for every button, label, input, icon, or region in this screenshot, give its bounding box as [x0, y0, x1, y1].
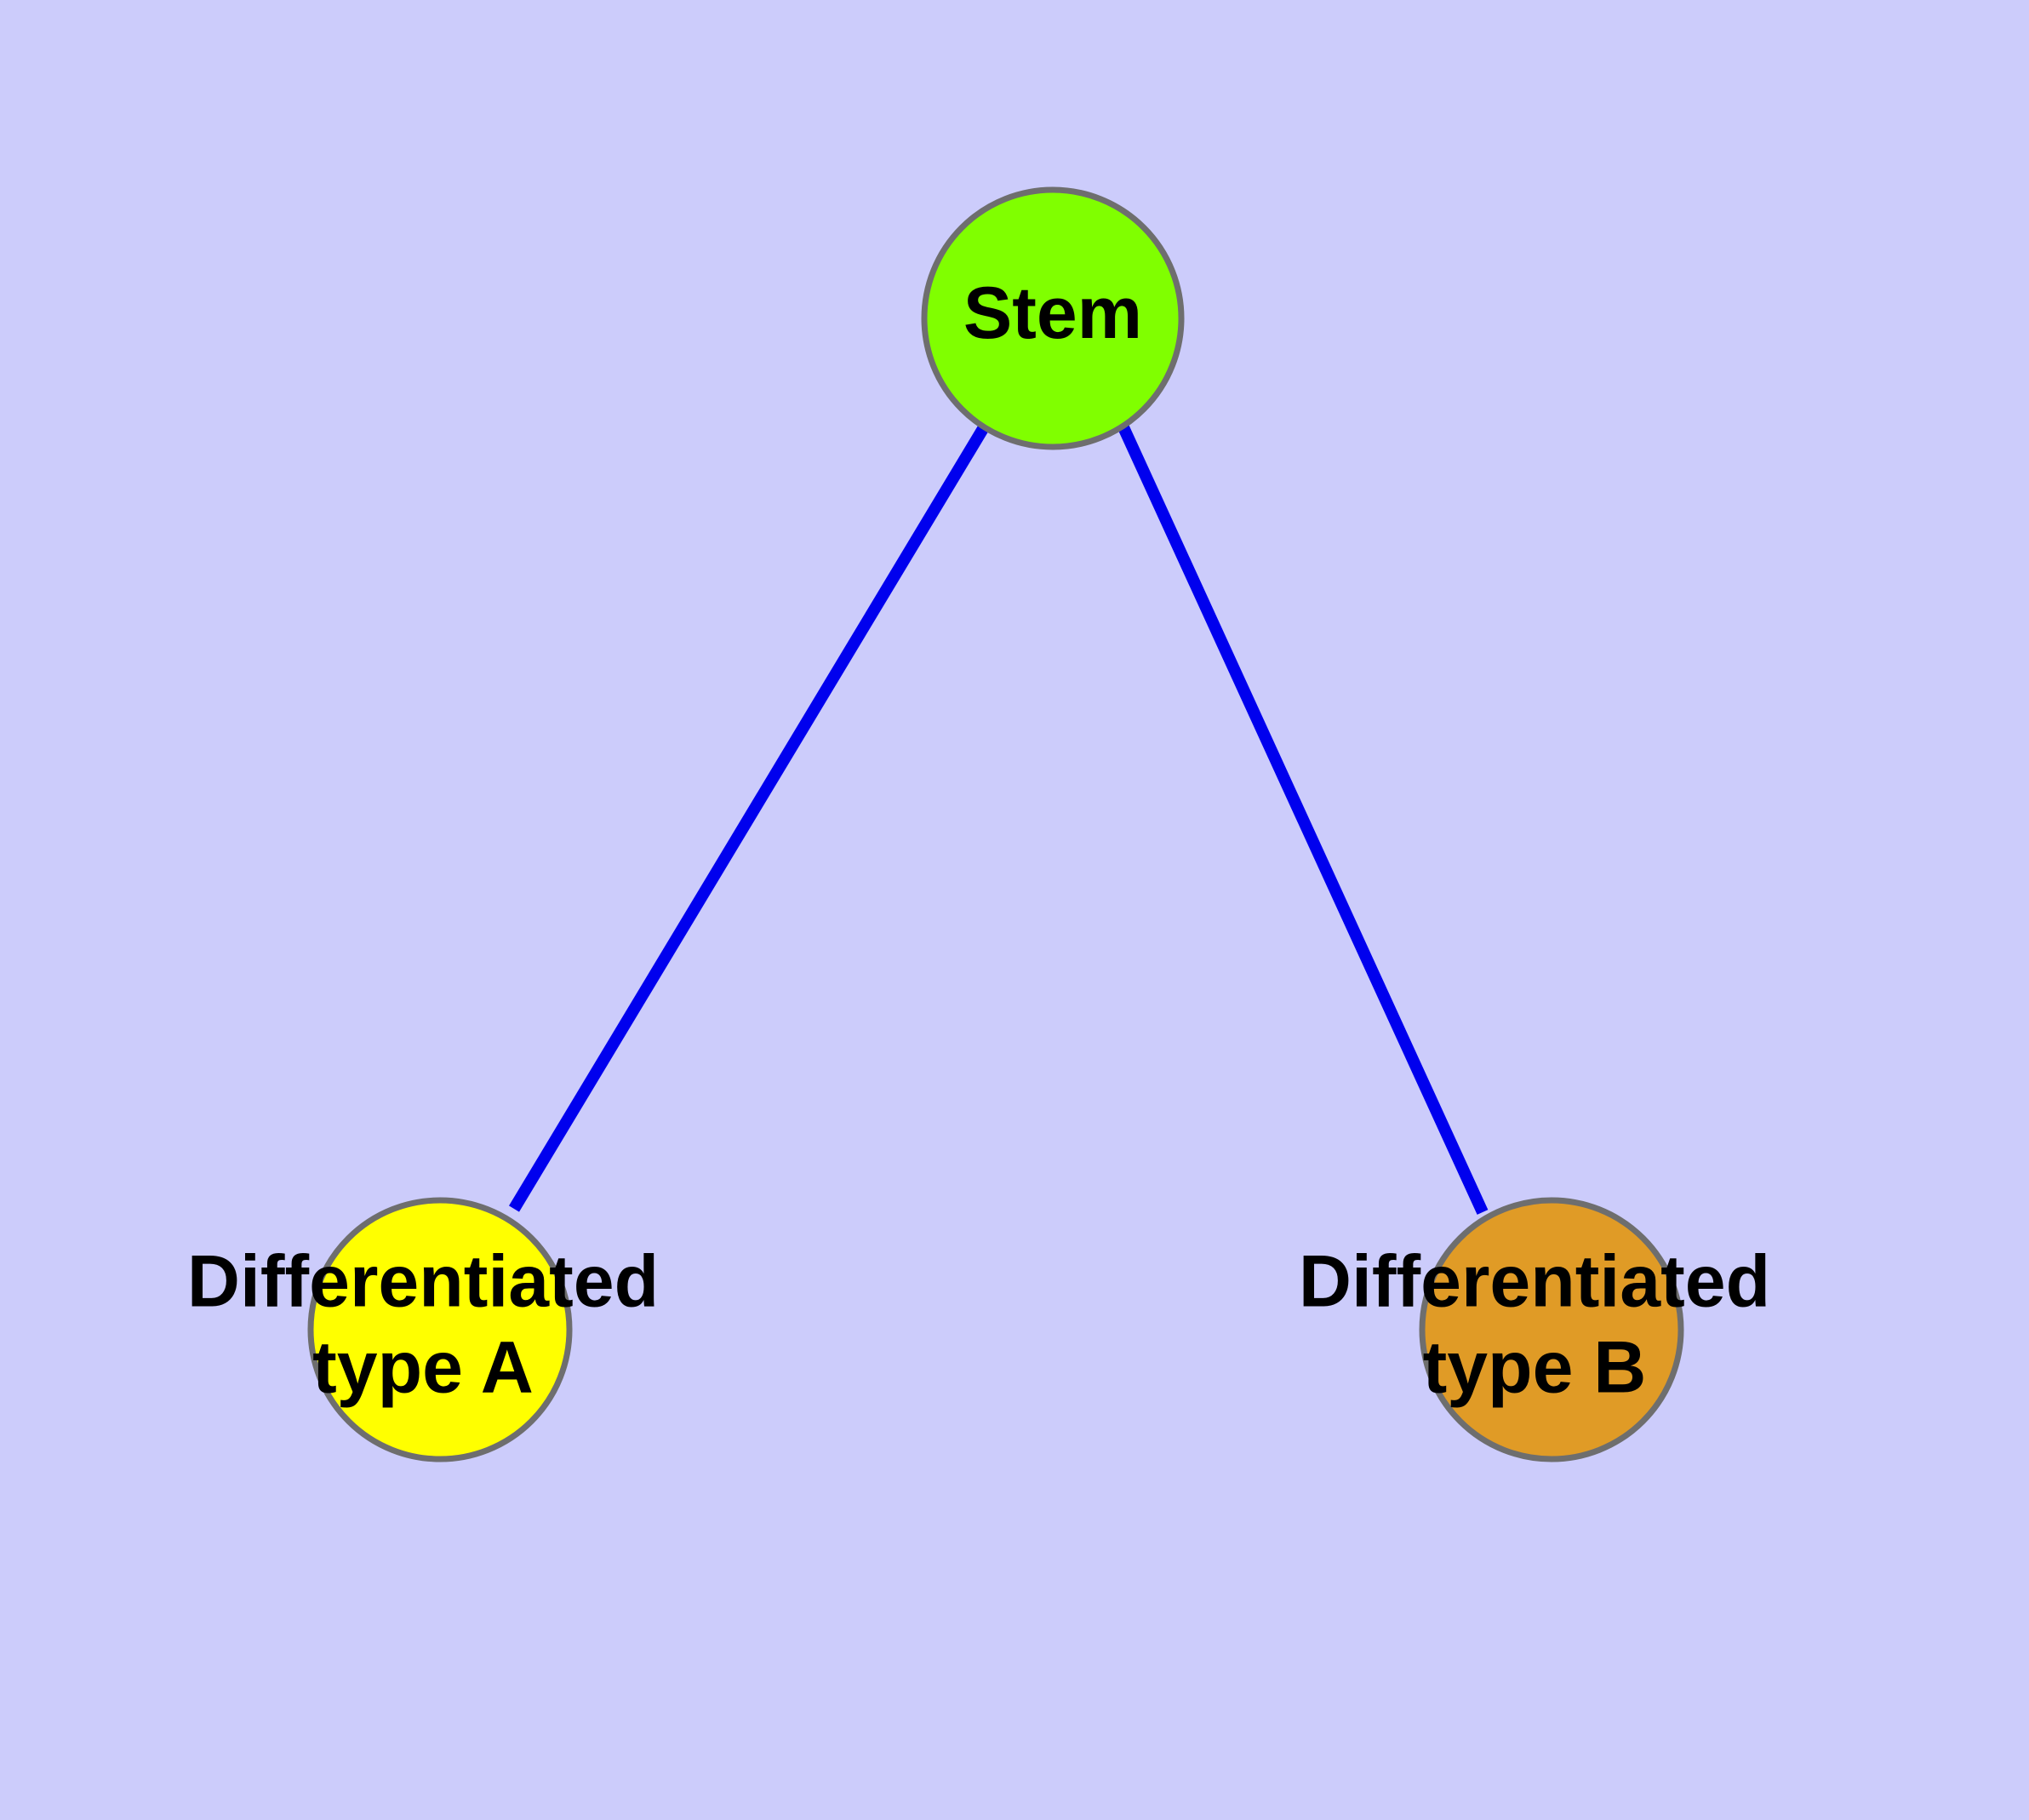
node-label-line: Stem	[963, 272, 1142, 354]
node-label-stem: Stem	[963, 272, 1142, 354]
edge-stem-to-diff-b[interactable]	[1117, 425, 1489, 1215]
node-layer	[307, 186, 1684, 1462]
node-diff-a[interactable]	[307, 1197, 573, 1462]
node-diff-b[interactable]	[1419, 1197, 1684, 1462]
node-label-line: Differentiated	[1299, 1240, 1770, 1322]
node-circle-diff-b[interactable]	[1419, 1197, 1684, 1462]
node-label-line: Differentiated	[187, 1240, 659, 1322]
node-stem[interactable]	[921, 186, 1185, 450]
edge-layer	[509, 424, 1489, 1215]
edge-stem-to-diff-a[interactable]	[509, 424, 989, 1212]
node-label-line: type B	[1423, 1326, 1647, 1408]
node-circle-stem[interactable]	[921, 186, 1185, 450]
node-label-line: type A	[312, 1326, 534, 1408]
node-circle-diff-a[interactable]	[307, 1197, 573, 1462]
